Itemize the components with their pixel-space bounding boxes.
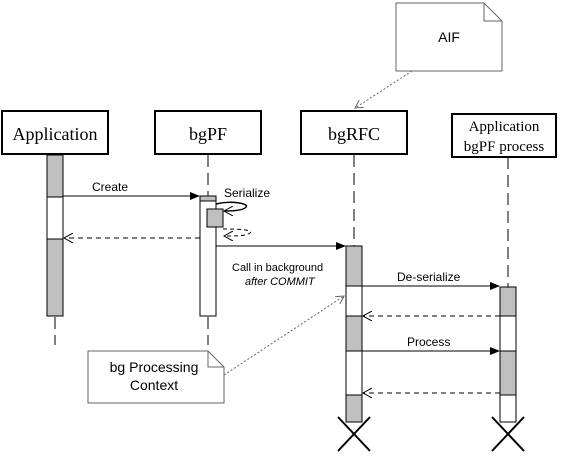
participant-bgpf-label: bgPF	[189, 124, 227, 144]
message-call-in-background: Call in background after COMMIT	[216, 242, 346, 288]
message-call-label-line1: Call in background	[232, 262, 323, 274]
destroy-app-process	[491, 416, 525, 452]
participant-app-process-line1: Application	[469, 119, 540, 135]
activation-app-process-1	[499, 286, 517, 317]
activation-application-3	[46, 238, 64, 317]
destroy-bgrfc	[337, 416, 371, 452]
participant-application: Application	[1, 110, 109, 155]
activation-bgpf-inner	[206, 208, 224, 228]
activation-bgrfc-1	[345, 245, 363, 287]
participant-app-process: Application bgPF process	[451, 113, 557, 158]
activation-application-1	[46, 154, 64, 198]
message-serialize: Serialize	[215, 186, 270, 211]
note-context-line2: Context	[130, 377, 178, 393]
activation-app-process-2	[499, 315, 517, 352]
participant-bgrfc-label: bgRFC	[328, 124, 380, 144]
activation-app-process-3	[499, 350, 517, 396]
activation-bgpf-2	[199, 200, 217, 317]
activation-application-2	[46, 196, 64, 240]
participant-bgrfc: bgRFC	[300, 110, 408, 155]
message-deserialize-label: De-serialize	[397, 270, 461, 284]
activation-bgrfc-3	[345, 315, 363, 352]
activation-bgrfc-2	[345, 285, 363, 317]
message-process: Process	[362, 335, 500, 355]
participant-bgpf: bgPF	[154, 110, 262, 155]
message-serialize-return	[222, 228, 252, 236]
note-aif: AIF	[395, 2, 503, 72]
note-aif-connector	[355, 70, 413, 108]
participant-app-process-line2: bgPF process	[464, 139, 545, 155]
note-aif-label: AIF	[438, 29, 460, 45]
message-create: Create	[63, 180, 200, 200]
activation-bgrfc-5	[345, 394, 363, 423]
activation-bgpf-1	[199, 195, 217, 202]
participant-application-label: Application	[13, 124, 98, 144]
message-create-label: Create	[92, 180, 128, 194]
message-deserialize: De-serialize	[362, 270, 500, 290]
message-process-label: Process	[407, 335, 450, 349]
note-context-connector	[223, 296, 344, 376]
message-call-label-line2: after COMMIT	[245, 276, 316, 288]
note-context-line1: bg Processing	[110, 359, 199, 375]
activation-app-process-4	[499, 394, 517, 423]
message-serialize-label: Serialize	[224, 186, 270, 200]
activation-bgrfc-4	[345, 350, 363, 396]
note-bg-processing-context: bg Processing Context	[87, 350, 225, 404]
